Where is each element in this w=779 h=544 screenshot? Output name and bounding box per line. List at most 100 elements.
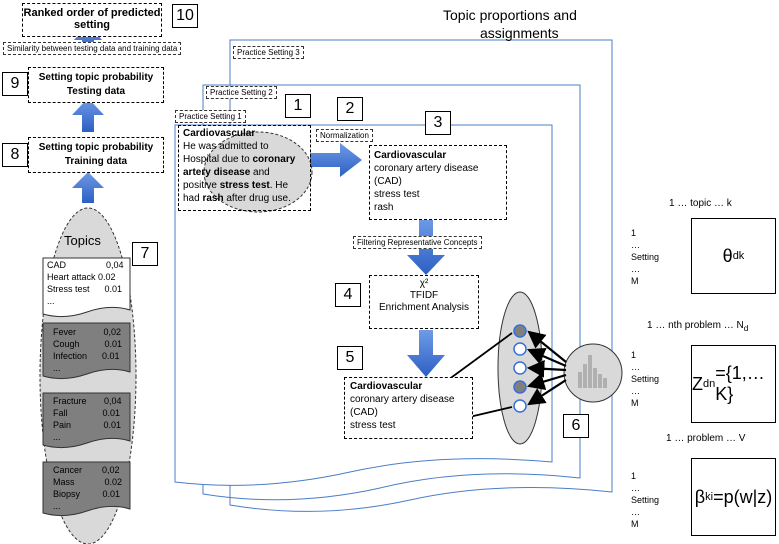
note-line: positive stress test. He	[183, 179, 306, 192]
topic-doc-1-shape	[42, 257, 131, 318]
topic-term: Pain 0.01	[53, 420, 122, 430]
z-side-labels: 1 … Setting … M	[631, 350, 660, 408]
step-8-number: 8	[2, 143, 28, 167]
filled-circle	[513, 380, 527, 394]
testing-line-2: Testing data	[66, 86, 126, 97]
bar-chart-icon	[578, 355, 607, 388]
beta-subscript: ki	[705, 491, 714, 503]
practice-setting-1-label: Practice Setting 1	[175, 110, 246, 123]
step-1-number: 1	[285, 94, 311, 118]
topic-doc-3: Fracture 0,04 Fall 0.01 Pain 0.01 ...	[53, 395, 122, 443]
chi-square-label: χ²	[419, 278, 429, 289]
title-line-2: assignments	[480, 25, 559, 41]
concept-item: coronary artery disease	[374, 163, 479, 174]
z-header-text: 1 … nth problem … N	[647, 320, 744, 331]
topic-term: Cancer 0,02	[53, 465, 120, 475]
filtering-label: Filtering Representative Concepts	[353, 236, 482, 249]
topic-term: ...	[53, 363, 61, 373]
testing-line-1: Setting topic probability	[38, 72, 154, 83]
note-line: Hospital due to coronary	[183, 153, 306, 166]
concept-item: rash	[374, 202, 394, 213]
topic-term: Fracture 0,04	[53, 396, 122, 406]
enrichment-label: Enrichment Analysis	[378, 302, 470, 313]
beta-symbol: β	[694, 486, 706, 507]
step-2-number: 2	[337, 97, 363, 121]
note-text: positive	[183, 180, 220, 191]
similarity-label: Similarity between testing data and trai…	[3, 42, 182, 55]
z-symbol: Z	[692, 373, 703, 394]
concepts-heading: Cardiovascular	[350, 381, 423, 392]
training-data-box: Setting topic probability Training data	[28, 137, 164, 173]
topic-term: Heart attack 0.02	[47, 272, 116, 282]
step-9-number: 9	[2, 72, 28, 96]
concepts-heading: Cardiovascular	[374, 150, 447, 161]
note-text: . He	[269, 180, 289, 191]
clinical-note-box: Cardiovascular He was admitted to Hospit…	[178, 125, 311, 211]
normalized-concepts-box: Cardiovascular coronary artery disease (…	[369, 145, 507, 220]
topic-term: ...	[53, 432, 61, 442]
note-keyword: stress test	[219, 180, 270, 191]
note-keyword: coronary	[252, 154, 296, 165]
concept-item: coronary artery disease	[350, 394, 455, 405]
topic-doc-2: Fever 0,02 Cough 0.01 Infection 0.01 ...	[53, 326, 122, 374]
beta-header: 1 … problem … V	[666, 433, 746, 444]
note-keyword: artery disease	[183, 167, 251, 178]
step-7-number: 7	[132, 242, 158, 266]
note-text: and	[250, 167, 270, 178]
step-6-number: 6	[563, 414, 589, 438]
step-10-number: 10	[172, 4, 198, 28]
beta-side-labels: 1 … Setting … M	[631, 471, 660, 529]
topic-term: Fall 0.01	[53, 408, 121, 418]
topic-doc-4: Cancer 0,02 Mass 0.02 Biopsy 0.01 ...	[53, 464, 122, 512]
concept-item: stress test	[350, 420, 396, 431]
practice-setting-2-label: Practice Setting 2	[206, 86, 277, 99]
topic-doc-4-shape	[42, 461, 131, 517]
topic-term: ...	[47, 296, 55, 306]
topic-term: CAD 0,04	[47, 260, 124, 270]
practice-setting-3-frame	[229, 39, 613, 512]
arrow-9-up	[72, 98, 104, 132]
beta-formula: =p(w|z)	[713, 486, 773, 507]
assign-arrow	[527, 379, 567, 406]
topics-title: Topics	[64, 233, 101, 248]
note-text: after drug use.	[223, 193, 291, 204]
concept-item: (CAD)	[350, 407, 378, 418]
ranked-order-label: Ranked order of predicted setting	[23, 7, 161, 31]
doc-highlight-ellipse	[203, 131, 313, 213]
theta-symbol: θ	[722, 245, 733, 266]
note-line: artery disease and	[183, 166, 306, 179]
note-heading: Cardiovascular	[183, 128, 256, 139]
step-5-number: 5	[337, 346, 363, 370]
z-subscript: dn	[703, 378, 716, 390]
title-line-1: Topic proportions and	[443, 7, 577, 23]
assign-arrow	[526, 348, 567, 368]
training-line-2: Training data	[64, 156, 128, 167]
note-line: had rash after drug use.	[183, 192, 306, 205]
arrow-to-normalized	[310, 143, 362, 177]
theta-side-labels: 1 … Setting … M	[631, 228, 660, 286]
topic-doc-3-shape	[42, 392, 131, 449]
training-line-1: Setting topic probability	[38, 142, 154, 153]
z-header: 1 … nth problem … Nd	[647, 320, 748, 333]
z-values: ={1,…K}	[715, 363, 765, 404]
topic-term: Cough 0.01	[53, 339, 123, 349]
topic-term: Infection 0.01	[53, 351, 120, 361]
z-header-subscript: d	[743, 323, 749, 333]
open-circle	[513, 399, 527, 413]
normalization-label: Normalization	[316, 129, 373, 142]
practice-setting-3-label: Practice Setting 3	[233, 46, 304, 59]
note-text: had	[183, 193, 203, 204]
topic-term: Biopsy 0.01	[53, 489, 121, 499]
assign-arrow	[526, 360, 567, 378]
filled-circle	[513, 324, 527, 338]
topic-doc-2-shape	[42, 322, 131, 380]
topic-doc-1: CAD 0,04 Heart attack 0.02 Stress test 0…	[47, 259, 124, 307]
assign-arrow	[527, 330, 567, 363]
open-circle	[513, 361, 527, 375]
topic-term: Mass 0.02	[53, 477, 123, 487]
open-circle	[513, 342, 527, 356]
assign-arrow	[526, 373, 567, 391]
